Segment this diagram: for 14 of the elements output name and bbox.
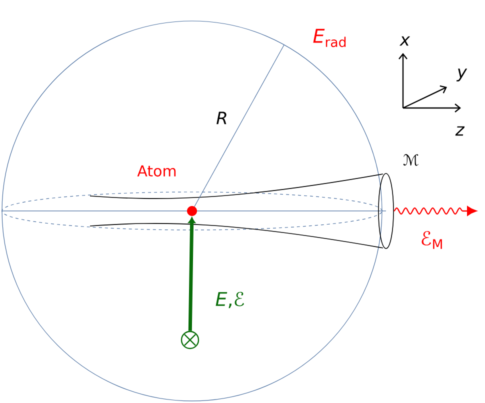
cross-circle xyxy=(180,330,200,350)
edge-label: ℰ$_{M}$ xyxy=(422,231,442,249)
axis-label: y xyxy=(456,68,468,82)
edge-label: E,ℰ xyxy=(216,292,244,308)
node-caption: ℳ xyxy=(403,154,418,166)
radius-label: R xyxy=(216,112,226,124)
node-caption: Atom xyxy=(137,165,176,177)
arrow xyxy=(394,206,477,216)
arrow xyxy=(188,217,196,331)
axis-label: x xyxy=(399,36,410,46)
mirror-ellipse xyxy=(378,173,394,249)
atom-dot xyxy=(187,206,197,216)
field-label: E$_{rad}$ xyxy=(313,28,346,48)
axis-label: z xyxy=(455,126,465,136)
